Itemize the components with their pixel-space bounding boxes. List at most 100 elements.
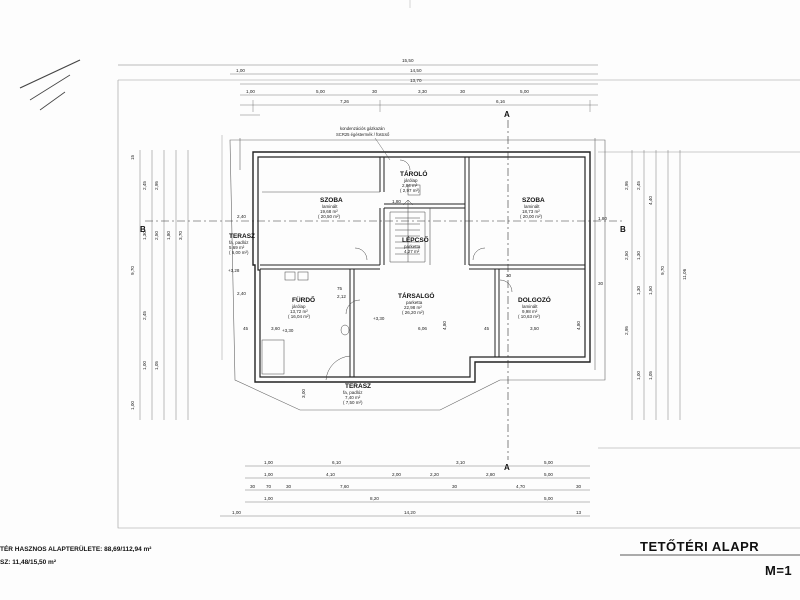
- dim-right-8: 2,95: [624, 326, 629, 335]
- room-area: 19,68 m²: [320, 209, 338, 214]
- roof-outline: [221, 135, 606, 411]
- dim-bot-1a: 1,00: [264, 460, 273, 465]
- outer-walls: [252, 151, 591, 383]
- section-mark-a-bottom: A: [504, 463, 510, 472]
- dim-bot-1d: 5,00: [544, 460, 553, 465]
- dim-bot-3f: 4,70: [516, 484, 525, 489]
- dim-int-300: 3,00: [301, 389, 306, 398]
- window-marks: [251, 150, 592, 384]
- section-mark-b-left: B: [140, 225, 146, 234]
- dim-right-5: 1,30: [636, 251, 641, 260]
- room-floor: járólap: [291, 304, 306, 309]
- interior-dimension-texts: 2,40 1,80 3,60 6,06 3,50 4,80 4,80 2,12 …: [237, 199, 607, 398]
- room-area-gross: ( 7,50 m²): [343, 400, 363, 405]
- room-floor: járólap: [403, 178, 418, 183]
- dim-top-5b: 6,16: [496, 99, 505, 104]
- level-furdo: +3,30: [282, 328, 294, 333]
- room-area: 2,84 m²: [402, 183, 418, 188]
- top-dimension-lines: [118, 64, 598, 116]
- footer-terrace-line: SZ: 11,48/15,50 m²: [0, 559, 57, 566]
- dim-left-5: 2,50: [154, 231, 159, 240]
- room-floor: laminált: [522, 304, 538, 309]
- room-area: 4,27 m²: [404, 249, 420, 254]
- dim-int-212: 2,12: [337, 294, 346, 299]
- dim-right-9: 9,70: [660, 266, 665, 275]
- room-name: LÉPCSŐ: [402, 235, 429, 244]
- room-lepcso: LÉPCSŐ parketta 4,27 m²: [402, 235, 429, 254]
- room-floor: laminált: [322, 204, 338, 209]
- room-area: 7,40 m²: [345, 395, 361, 400]
- dim-bot-4c: 5,00: [544, 496, 553, 501]
- dim-right-3: 4,40: [648, 196, 653, 205]
- dim-left-3: 2,95: [154, 181, 159, 190]
- room-name: TERASZ: [345, 383, 371, 390]
- dim-left-11: 1,05: [154, 361, 159, 370]
- dim-bot-2e: 2,80: [486, 472, 495, 477]
- dim-right-6: 1,50: [648, 286, 653, 295]
- room-terasz-left: TERASZ fa, padlóz 5,69 m² ( 6,00 m²): [229, 233, 255, 255]
- dim-int-45a: 45: [243, 326, 249, 331]
- stair-symbol: [389, 199, 426, 263]
- room-area-gross: ( 6,00 m²): [229, 250, 249, 255]
- dim-bot-5a: 1,00: [232, 510, 241, 515]
- dim-int-45b: 45: [484, 326, 490, 331]
- room-name: TERASZ: [229, 233, 255, 240]
- room-area-gross: ( 20,00 m²): [520, 214, 543, 219]
- dim-right-4: 2,50: [624, 251, 629, 260]
- section-mark-b-right: B: [620, 225, 626, 234]
- dim-int-240b: 2,40: [237, 291, 246, 296]
- dim-top-4e: 3,30: [418, 89, 427, 94]
- room-floor: laminált: [524, 204, 540, 209]
- room-name: TÁRSALGÓ: [398, 291, 434, 300]
- room-dolgozo: DOLGOZÓ laminált 9,98 m² ( 10,63 m²): [518, 295, 551, 319]
- dim-int-30a: 30: [506, 273, 512, 278]
- dim-right-2: 2,45: [636, 181, 641, 190]
- room-area: 5,69 m²: [229, 245, 245, 250]
- room-furdo: FÜRDŐ járólap 13,72 m² ( 16,04 m²): [288, 295, 315, 319]
- side-dimension-lines: [139, 150, 681, 420]
- dim-left-1: 15: [130, 154, 135, 160]
- dim-bot-3d: 7,60: [340, 484, 349, 489]
- room-area-gross: ( 10,63 m²): [518, 314, 541, 319]
- footer-area-line: TÉR HASZNOS ALAPTERÜLETE: 88,69/112,94 m…: [0, 544, 152, 553]
- dim-top-5a: 7,26: [340, 99, 349, 104]
- dim-bot-4a: 1,00: [264, 496, 273, 501]
- room-area: 18,73 m²: [522, 209, 540, 214]
- section-mark-a-top: A: [504, 110, 510, 119]
- room-area-gross: ( 26,20 m²): [402, 310, 425, 315]
- drawing-scale: M=1: [765, 563, 792, 578]
- dim-bot-2d: 2,20: [430, 472, 439, 477]
- dim-left-4: 1,30: [142, 231, 147, 240]
- bottom-dimension-lines: [220, 465, 590, 517]
- room-area: 13,72 m²: [290, 309, 308, 314]
- room-name: FÜRDŐ: [292, 295, 315, 304]
- dim-right-10: 11,06: [682, 268, 687, 280]
- room-area: 22,98 m²: [404, 305, 422, 310]
- dim-right-7: 1,30: [636, 286, 641, 295]
- dim-left-12: 1,00: [130, 401, 135, 410]
- dim-top-4b: 1,00: [246, 89, 255, 94]
- drawing-title: TETŐTÉRI ALAPR: [640, 539, 759, 554]
- note-boiler: kondenzációs gázkazán: [340, 126, 385, 131]
- room-floor: fa, padlóz: [229, 240, 249, 245]
- dim-top-4a: 1,00: [236, 68, 245, 73]
- dim-int-350: 3,50: [530, 326, 539, 331]
- dim-left-10: 1,00: [142, 361, 147, 370]
- left-dimension-texts: 15 2,45 2,95 1,30 2,50 1,80 3,70 9,70 2,…: [130, 154, 183, 410]
- note-flue: SCR25 égéstermék / füstcső: [336, 132, 390, 137]
- room-area-gross: ( 20,50 m²): [318, 214, 341, 219]
- dim-right-11: 1,00: [636, 371, 641, 380]
- dim-bot-2a: 1,00: [264, 472, 273, 477]
- room-name: TÁROLÓ: [400, 169, 427, 178]
- dim-bot-5b: 14,20: [404, 510, 416, 515]
- dim-int-360: 3,60: [271, 326, 280, 331]
- room-area-gross: ( 2,97 m²): [400, 188, 420, 193]
- room-name: SZOBA: [522, 197, 545, 204]
- dim-bot-2b: 4,10: [326, 472, 335, 477]
- dim-left-2: 2,45: [142, 181, 147, 190]
- room-szoba-right: SZOBA laminált 18,73 m² ( 20,00 m²): [520, 197, 545, 219]
- room-szoba-left: SZOBA laminált 19,68 m² ( 20,50 m²): [318, 197, 343, 219]
- note-leader: [374, 137, 391, 161]
